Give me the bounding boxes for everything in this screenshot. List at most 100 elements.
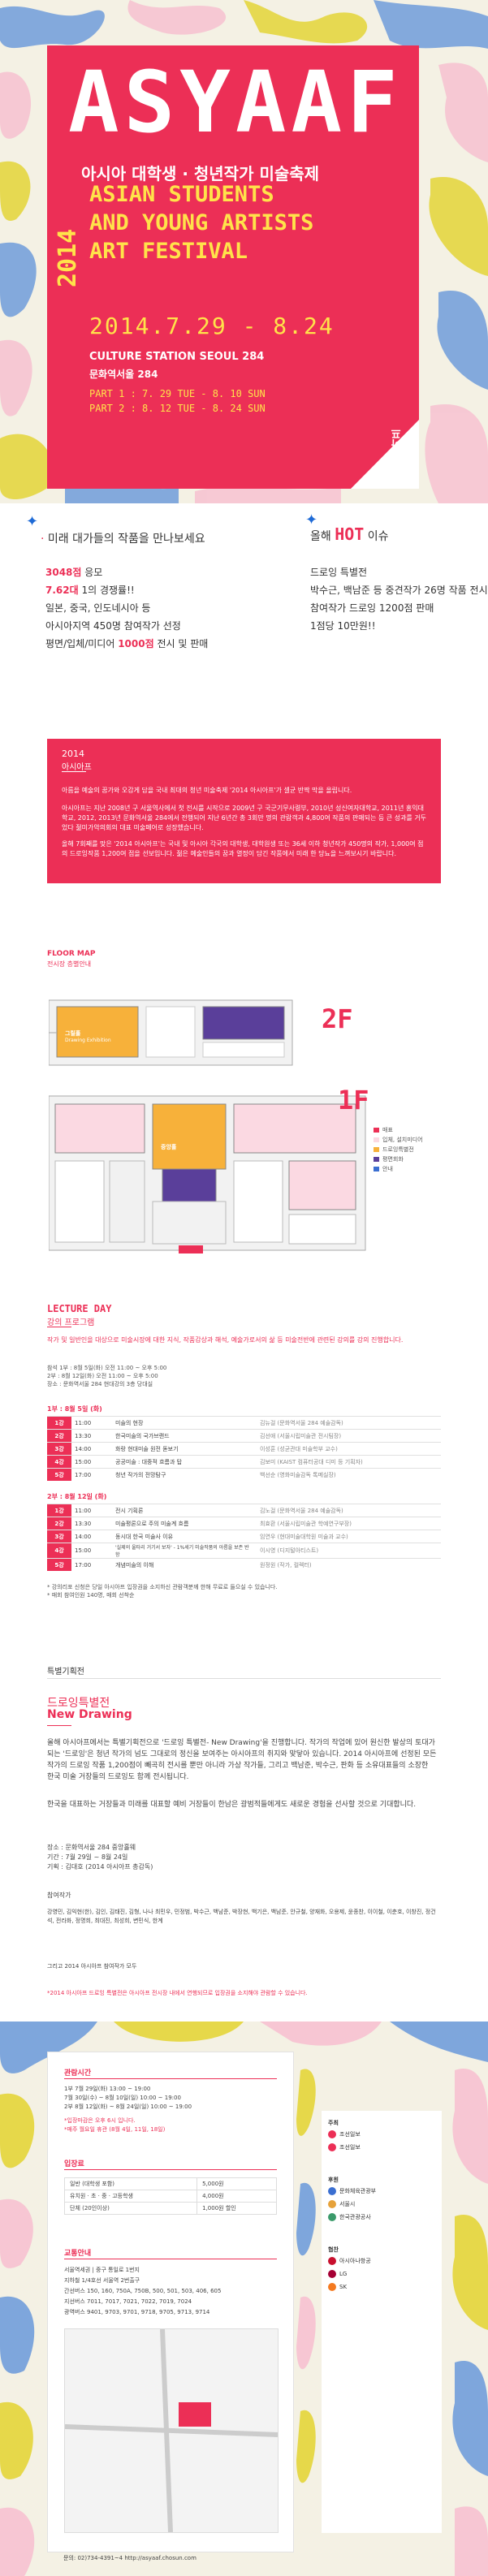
transit-line: 광역버스 9401, 9703, 9701, 9718, 9705, 9713,…: [64, 2309, 210, 2315]
hours-line: 1부 7월 29일(화) 13:00 ~ 19:00: [64, 2086, 151, 2092]
intro-text: 아시아지역 450명 참여작가 선정: [45, 620, 181, 632]
intro-highlight: 7.62대: [45, 585, 79, 596]
lecture-topic: 동시대 한국 미술사 이유: [112, 1530, 257, 1543]
about-paragraph-1: 아름을 예술의 꿈가와 오감게 담을 국내 최대의 청년 미술축제 '2014 …: [62, 787, 352, 794]
sponsor-logo: 아시아나항공: [328, 2257, 371, 2265]
transit-line: 지선버스 7011, 7017, 7021, 7022, 7019, 7024: [64, 2298, 192, 2305]
sponsor-panel: 주최 조선일보 조선일보 후원 문화체육관광부 서울시 한국관광공사 협찬 아시…: [322, 2111, 442, 2533]
lecture-number: 2강: [47, 1429, 71, 1443]
transit-line: 서울역세권 | 중구 통일로 1번지: [64, 2267, 140, 2273]
lecture-time: 17:00: [71, 1468, 112, 1481]
intro-right-list: 드로잉 특별전 박수근, 백남준 등 중견작가 26명 작품 전시 참여작가 드…: [310, 563, 488, 635]
lecture-time: 15:00: [71, 1543, 112, 1559]
festival-logo: ASYAAF: [68, 53, 403, 152]
contact-address: 문의: 02)734-4391~4 http://asyaaf.chosun.c…: [63, 2555, 196, 2561]
ticket-title: 입장료: [64, 2160, 84, 2168]
transit-list: 서울역세권 | 중구 통일로 1번지 지하철 1/4호선 서울역 2번출구 간선…: [64, 2265, 221, 2318]
ticket-type: 단체 (20인이상): [63, 2202, 198, 2215]
special-info-line: 장소 : 문화역서울 284 중앙홀웨: [47, 1844, 136, 1851]
special-info: 장소 : 문화역서울 284 중앙홀웨 기간 : 7월 29일 ~ 8월 24일…: [47, 1843, 437, 1872]
hero-venue-en: CULTURE STATION SEOUL 284: [89, 351, 265, 363]
special-divider: [47, 1678, 441, 1679]
about-year: 2014: [62, 749, 84, 759]
intro-right-item: 참여작가 드로잉 1200점 판매: [310, 602, 434, 614]
transit-title: 교통안내: [64, 2250, 92, 2258]
hero-vertical-label: 아시아프: [391, 429, 404, 471]
intro-right-title-pre: 올해: [310, 530, 331, 543]
ticket-type: 유치원 · 초 · 중 · 고등학생: [63, 2190, 198, 2203]
floor-1f-label: 1F: [338, 1085, 369, 1115]
hours-list: 1부 7월 29일(화) 13:00 ~ 19:00 7월 30일(수) ~ 8…: [64, 2085, 192, 2134]
hot-badge: HOT: [335, 524, 365, 544]
hours-line: 7월 30일(수) ~ 8월 10일(일) 10:00 ~ 19:00: [64, 2095, 181, 2101]
legend-item: 드로잉특별전: [374, 1145, 423, 1154]
intro-left-item: 3048점 응모: [45, 563, 208, 581]
sponsor-logo-icon: [328, 2270, 336, 2278]
special-section-head: 특별기획전: [47, 1668, 84, 1676]
lecture-speaker: 김노걸 (문화역서울 284 예술감독): [257, 1504, 441, 1517]
legend-swatch: [374, 1157, 379, 1162]
about-title: 아시아프: [62, 763, 92, 772]
room-1f-center-label: 중앙홀: [161, 1144, 177, 1150]
legend-item: 입체, 설치미디어: [374, 1135, 423, 1145]
lecture-number: 4강: [47, 1543, 71, 1559]
sponsor-logo: 조선일보: [328, 2143, 361, 2151]
legend-item: 평면회화: [374, 1154, 423, 1164]
lecture-number: 5강: [47, 1558, 71, 1571]
lecture-time: 14:00: [71, 1442, 112, 1456]
sponsor-logo-label: LG: [339, 2271, 348, 2277]
about-paragraph-2: 아시아프는 지난 2008년 구 서울역사에서 첫 전시를 시작으로 2009년…: [62, 805, 427, 831]
special-title: 드로잉특별전: [47, 1697, 110, 1710]
floor-legend: 매표 입체, 설치미디어 드로잉특별전 평면회화 안내: [374, 1125, 423, 1174]
hours-line: 2부 8월 12일(화) ~ 8월 24일(일) 10:00 ~ 19:00: [64, 2104, 192, 2110]
hero-eng-line-2: AND YOUNG ARTISTS: [89, 210, 314, 235]
legend-label: 드로잉특별전: [382, 1146, 414, 1153]
floor-map-2f: [48, 984, 309, 1073]
legend-swatch: [374, 1128, 379, 1133]
sponsor-logo: 서울시: [328, 2200, 355, 2208]
special-artists-label: 참여작가: [47, 1892, 71, 1899]
sponsor-logo: LG: [328, 2270, 347, 2278]
hours-note: *입장마감은 오후 6시 입니다.: [64, 2117, 136, 2124]
lecture-speaker: 김뉴걸 (문화역서울 284 예술감독): [257, 1416, 441, 1430]
dot-icon: ·: [41, 533, 45, 546]
sponsor-logo-label: 조선일보: [339, 2144, 361, 2151]
lecture-note: * 매회 참여인원 140명, 매회 선착순: [47, 1592, 135, 1599]
lecture-info: 참석 1부 : 8월 5일(화) 오전 11:00 ~ 오후 5:00 2부 :…: [47, 1364, 166, 1388]
intro-left-list: 3048점 응모 7.62대 1의 경쟁률!! 일본, 중국, 인도네시아 등 …: [45, 563, 208, 653]
hours-note: *매주 월요일 휴관 (8월 4일, 11일, 18일): [64, 2126, 166, 2133]
ticket-type: 일반 (대학생 포함): [63, 2177, 198, 2190]
sponsor-host-label: 주최: [328, 2120, 339, 2126]
about-box: 2014 아시아프 아름을 예술의 꿈가와 오감게 담을 국내 최대의 청년 미…: [47, 739, 441, 883]
hero-part1: PART 1 : 7. 29 TUE - 8. 10 SUN: [89, 388, 266, 399]
lecture-info-line: 장소 : 문화역서울 284 현대강의 3층 당대실: [47, 1381, 153, 1387]
special-underline: [47, 1725, 71, 1726]
lecture-topic: 미술평론으로 주의 미술계 흐름: [112, 1517, 257, 1530]
lecture-speaker: 김선애 (서울시립미술관 전시팀장): [257, 1429, 441, 1443]
hours-divider: [64, 2078, 277, 2079]
legend-label: 평면회화: [382, 1156, 404, 1163]
sponsor-logo-label: 아시아나항공: [339, 2258, 371, 2264]
special-artists: 강영민, 김익현(한), 김인, 김태진, 김형, 나나 최민우, 민정범, 박…: [47, 1909, 436, 1924]
special-artists-more: 그리고 2014 아시아프 참여작가 모두: [47, 1963, 137, 1970]
hero-eng-line-3: ART FESTIVAL: [89, 239, 248, 264]
lecture-time: 11:00: [71, 1416, 112, 1430]
sponsor-logo-label: 서울시: [339, 2201, 356, 2207]
special-paragraph-2: 한국을 대표하는 거장들과 미래를 대표할 예비 거장들이 한남은 광범적들에게…: [47, 1801, 417, 1809]
legend-item: 매표: [374, 1125, 423, 1135]
hero-subtitle: 아시아 대학생 · 청년작가 미술축제: [81, 164, 320, 183]
sponsor-logo-label: 문화체육관광부: [339, 2188, 377, 2194]
info-card: 관람시간 1부 7월 29일(화) 13:00 ~ 19:00 7월 30일(수…: [47, 2052, 294, 2552]
transit-line: 간선버스 150, 160, 750A, 750B, 500, 501, 503…: [64, 2288, 222, 2294]
intro-text: 1의 경쟁률!!: [78, 585, 135, 596]
transit-line: 지하철 1/4호선 서울역 2번출구: [64, 2277, 140, 2284]
floor-map-1f: [48, 1088, 374, 1258]
lecture-number: 5강: [47, 1468, 71, 1481]
